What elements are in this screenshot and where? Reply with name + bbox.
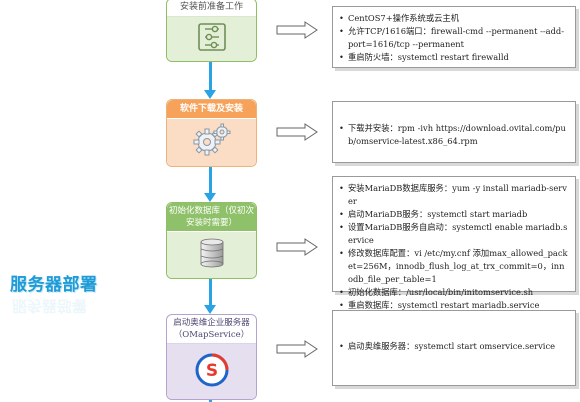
- stage-title: 安装前准备工作: [167, 0, 256, 17]
- step-item: 初始化数据库：/usr/local/bin/initomservice.sh: [339, 286, 569, 299]
- step-details-install: 下载并安装：rpm -ivh https://download.ovital.c…: [332, 101, 576, 163]
- right-arrow-icon: [276, 123, 318, 145]
- stage-title: 启动奥维企业服务器 （OMapService）: [167, 315, 256, 344]
- flow-arrowhead: [204, 90, 216, 99]
- stage-title-line2: （OMapService）: [173, 330, 250, 340]
- stage-title: 初始化数据库（仅初次 安装时需要）: [167, 203, 256, 231]
- step-item: 启动奥维服务器：systemctl start omservice.servic…: [339, 340, 569, 353]
- stage-title-line1: 启动奥维企业服务器: [173, 318, 250, 328]
- stage-title-text: 安装前准备工作: [179, 2, 243, 12]
- flow-connector: [209, 60, 212, 92]
- svg-text:S: S: [205, 361, 217, 381]
- flow-arrowhead: [204, 305, 216, 314]
- stage-title-line1: 初始化数据库（仅初次: [168, 206, 254, 216]
- step-item: 设置MariaDB服务自启动：systemctl enable mariadb.…: [339, 221, 569, 247]
- stage-title: 软件下载及安装: [167, 100, 256, 118]
- stage-icon-area: [167, 119, 256, 166]
- database-icon: [199, 238, 225, 272]
- step-item: 允许TCP/1616端口：firewall-cmd --permanent --…: [339, 25, 569, 51]
- stage-download-install: 软件下载及安装: [166, 99, 257, 167]
- stage-start-server: 启动奥维企业服务器 （OMapService） S: [166, 314, 257, 400]
- step-details-database: 安装MariaDB数据库服务：yum -y install mariadb-se…: [332, 176, 576, 312]
- step-item: 重启数据库：systemctl restart mariadb.service: [339, 299, 569, 312]
- step-item: 重启防火墙：systemctl restart firewalld: [339, 51, 569, 64]
- step-item: 启动MariaDB服务：systemctl start mariadb: [339, 208, 569, 221]
- stage-title-text: 软件下载及安装: [179, 104, 243, 114]
- flow-connector: [209, 165, 212, 195]
- step-item: 安装MariaDB数据库服务：yum -y install mariadb-se…: [339, 182, 569, 208]
- gears-icon: [192, 123, 232, 163]
- right-arrow-icon: [276, 238, 318, 260]
- flow-connector: [209, 277, 212, 307]
- right-arrow-icon: [276, 21, 318, 43]
- step-item: 下载并安装：rpm -ivh https://download.ovital.c…: [339, 122, 569, 148]
- omap-logo-icon: S: [195, 353, 229, 391]
- step-details-start: 启动奥维服务器：systemctl start omservice.servic…: [332, 310, 576, 386]
- settings-sliders-icon: [197, 22, 227, 56]
- right-arrow-icon: [276, 340, 318, 362]
- stage-icon-area: [167, 17, 256, 61]
- stage-init-database: 初始化数据库（仅初次 安装时需要）: [166, 202, 257, 279]
- watermark-reflection: 服务器部署: [12, 297, 88, 315]
- step-item: CentOS7+操作系统或云主机: [339, 12, 569, 25]
- step-details-preparation: CentOS7+操作系统或云主机 允许TCP/1616端口：firewall-c…: [332, 6, 576, 68]
- stage-title-line2: 安装时需要）: [185, 218, 237, 228]
- flow-arrowhead: [204, 193, 216, 202]
- watermark-title: 服务器部署: [10, 275, 98, 295]
- stage-icon-area: S: [167, 344, 256, 399]
- step-item: 修改数据库配置：vi /etc/my.cnf 添加max_allowed_pac…: [339, 247, 569, 286]
- stage-icon-area: [167, 232, 256, 278]
- stage-preparation: 安装前准备工作: [166, 0, 257, 62]
